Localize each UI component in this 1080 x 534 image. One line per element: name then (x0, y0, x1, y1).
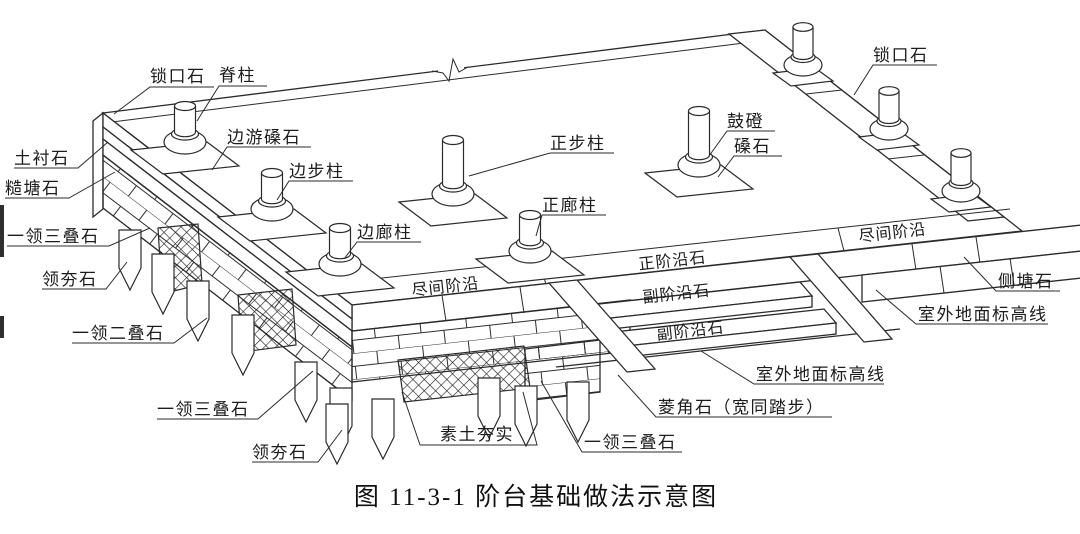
label-yiling-sandieshi-2: 一领三叠石 (157, 400, 250, 419)
label-suokoushi-left: 锁口石 (150, 67, 206, 86)
label-ground-line-right: 室外地面标高线 (918, 305, 1048, 324)
label-yiling-sandieshi-3: 一领三叠石 (584, 433, 677, 452)
label-sangshi: 磉石 (734, 137, 771, 156)
label-yiling-sandieshi-1: 一领三叠石 (7, 227, 100, 246)
label-bianyou-sangshi: 边游磉石 (227, 128, 301, 147)
label-ground-line-left: 室外地面标高线 (756, 365, 886, 384)
label-tuchenshi: 土衬石 (14, 149, 70, 168)
figure-caption: 图 11-3-1 阶台基础做法示意图 (354, 483, 718, 511)
label-gudeng: 鼓磴 (727, 112, 764, 131)
scan-mark (0, 205, 4, 257)
label-zhengbuzhu: 正步柱 (550, 134, 606, 153)
break-symbol (431, 57, 469, 83)
side-facing-band-right (861, 250, 1080, 303)
label-zhenglangzhu: 正廊柱 (542, 196, 598, 215)
outdoor-ground-line-mid (555, 328, 901, 368)
label-jizhu: 脊柱 (219, 66, 256, 85)
label-suokoushi-right: 锁口石 (873, 46, 929, 65)
label-linghangshi-2: 领夯石 (252, 443, 308, 462)
label-caotangshi: 糙塘石 (5, 179, 61, 198)
leader-lines (5, 64, 1060, 463)
label-cetangshi: 侧塘石 (998, 272, 1054, 291)
label-sutu-hangshi: 素土夯实 (440, 425, 514, 444)
label-yiling-erdieshi: 一领二叠石 (72, 324, 165, 343)
label-linghangshi-1: 领夯石 (42, 270, 98, 289)
label-bianbuzhu: 边步柱 (289, 162, 345, 181)
scan-mark (0, 316, 4, 338)
lingjiao-ramps (547, 253, 894, 373)
label-lingjiaoshi: 菱角石（宽同踏步） (658, 398, 825, 417)
label-bianlangzhu: 边廊柱 (357, 223, 413, 242)
central-steps (555, 281, 901, 368)
